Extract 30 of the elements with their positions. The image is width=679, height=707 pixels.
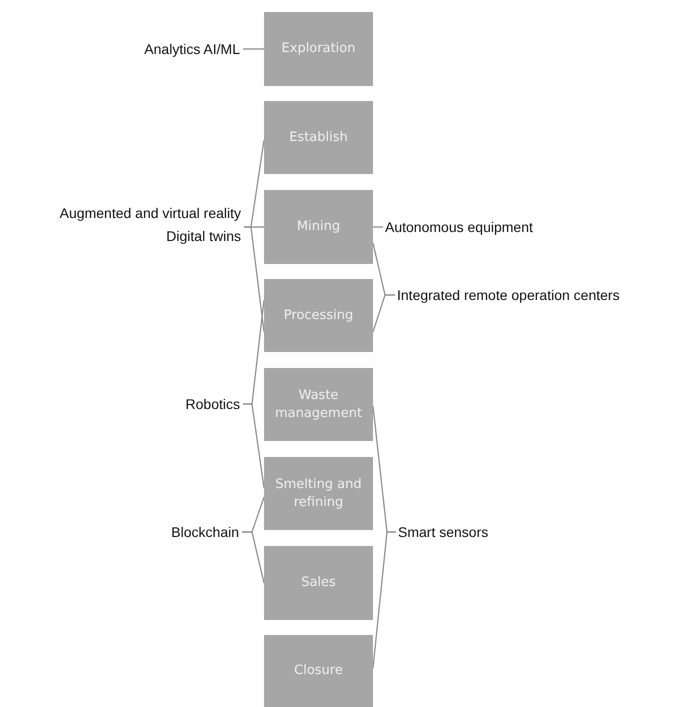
bracket-line [244, 226, 265, 332]
stage-label: Smelting and refining [274, 476, 363, 512]
technology-label: Integrated remote operation centers [397, 286, 620, 305]
bracket-line [243, 403, 265, 488]
stage-label: Processing [282, 306, 354, 324]
stage-label: Closure [293, 662, 344, 680]
technology-label: Smart sensors [398, 523, 488, 542]
technology-label: Autonomous equipment [385, 218, 533, 237]
process-box [264, 190, 373, 264]
process-box [264, 546, 373, 620]
technology-label: Robotics [186, 395, 240, 414]
stage-label: Exploration [280, 40, 356, 58]
stage-label: Establish [288, 128, 349, 146]
stage-label: Sales [300, 574, 337, 592]
bracket-line [372, 294, 395, 332]
technology-label: Digital twins [166, 227, 241, 246]
process-box [264, 279, 373, 352]
bracket-line [242, 531, 265, 584]
process-box [264, 12, 373, 86]
bracket-line [243, 48, 264, 50]
stage-label: Mining [296, 218, 342, 236]
stage-label: Waste management [274, 386, 364, 422]
process-box [264, 368, 373, 441]
technology-label: Augmented and virtual reality [60, 204, 241, 223]
bracket-line [373, 226, 383, 228]
process-box [264, 635, 373, 707]
technology-label: Analytics AI/ML [144, 40, 240, 59]
technology-label: Blockchain [171, 523, 239, 542]
process-box [264, 101, 373, 174]
process-box [264, 457, 373, 530]
